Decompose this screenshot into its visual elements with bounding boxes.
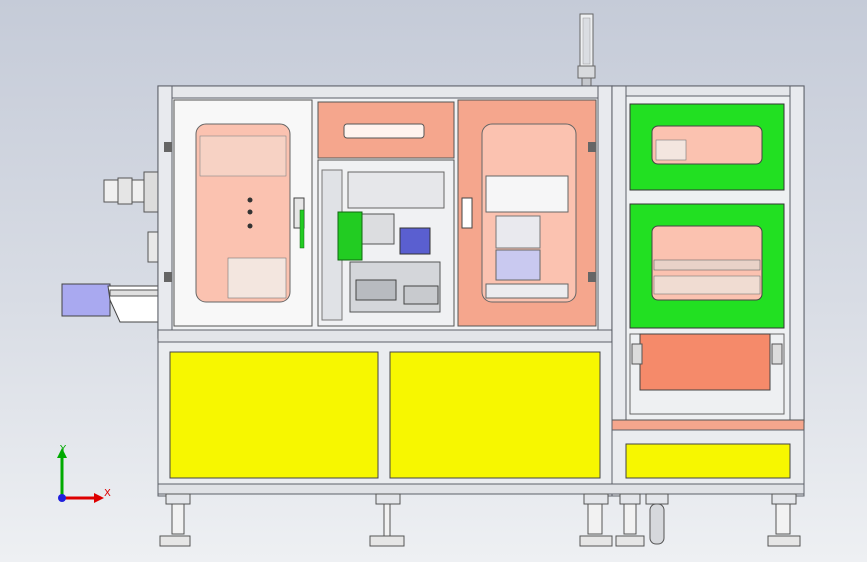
left-feeder-block	[61, 283, 159, 323]
right-salmon-door	[457, 99, 597, 327]
center-salmon-door	[317, 101, 455, 159]
triad-origin	[58, 494, 66, 502]
y-axis-label: Y	[59, 444, 67, 455]
right-lower-module	[611, 333, 805, 431]
signal-tower	[577, 13, 596, 88]
left-motor-assembly	[103, 171, 161, 263]
green-lower-cabinet	[629, 203, 785, 329]
green-upper-cabinet	[629, 103, 785, 191]
x-axis-label: X	[104, 488, 111, 499]
left-door-window	[164, 99, 313, 327]
view-triad: Y X	[57, 444, 111, 503]
leveling-feet	[159, 493, 801, 547]
center-mechanism	[317, 159, 455, 327]
yellow-lower-panels	[157, 341, 805, 495]
